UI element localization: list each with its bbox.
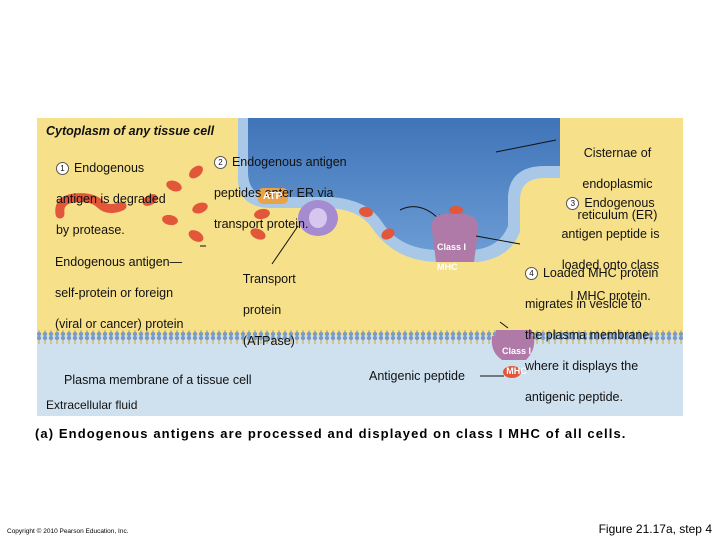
step4-line-3: the plasma membrane, xyxy=(524,327,653,342)
leader-step3 xyxy=(475,235,521,245)
mhc-er-line-1: Class I xyxy=(437,242,467,252)
step3-number: 3 xyxy=(566,196,580,210)
mhc-membrane xyxy=(491,330,535,378)
step2-line-1: Endogenous antigen xyxy=(231,154,347,169)
step1-line-2: antigen is degraded xyxy=(55,191,166,206)
mhc-membrane-line-2: MHC xyxy=(506,366,527,376)
step3-line-3: loaded onto class xyxy=(561,257,660,272)
atp-label: ATP xyxy=(263,191,283,202)
step2-label: 2 Endogenous antigen peptides enter ER vi… xyxy=(207,139,347,232)
antigenic-peptide-label: Antigenic peptide xyxy=(369,369,465,383)
figure-caption: (a) Endogenous antigens are processed an… xyxy=(35,426,627,441)
mhc-membrane-label: Class I MHC xyxy=(497,336,531,376)
antigen-source-line-1: Endogenous antigen— xyxy=(54,254,183,269)
step2-line-3: transport protein. xyxy=(213,216,309,231)
er-label: Cisternae of endoplasmic reticulum (ER) xyxy=(562,130,666,223)
step1-number: 1 xyxy=(55,161,69,175)
step1-label: 1 Endogenous antigen is degraded by prote… xyxy=(49,145,166,238)
step3-label: 3 Endogenous antigen peptide is loaded on… xyxy=(552,180,662,304)
step2-number: 2 xyxy=(213,155,227,169)
mhc-er-label: Class I MHC xyxy=(432,232,466,272)
leader-vesicle xyxy=(499,321,509,329)
er-line-3: reticulum (ER) xyxy=(577,207,658,222)
step3-line-1: Endogenous xyxy=(584,195,655,210)
step2-line-2: peptides enter ER via xyxy=(213,185,334,200)
mhc-er xyxy=(431,206,479,262)
step4-line-1: Loaded MHC protein xyxy=(542,265,659,280)
transport-protein-label: Transport protein (ATPase) xyxy=(236,256,296,349)
peptide-fragments xyxy=(142,165,395,242)
transport-line-3: (ATPase) xyxy=(242,333,295,348)
transport-line-2: protein xyxy=(242,302,282,317)
step4-line-4: where it displays the xyxy=(524,358,639,373)
antigen-source-line-2: self-protein or foreign xyxy=(54,285,174,300)
step4-label: 4 Loaded MHC protein migrates in vesicle … xyxy=(518,250,658,405)
step4-line-2: migrates in vesicle to xyxy=(524,296,642,311)
endogenous-antigen-protein xyxy=(55,193,127,219)
mhc-er-line-2: MHC xyxy=(437,262,458,272)
copyright-notice: Copyright © 2010 Pearson Education, Inc. xyxy=(7,528,129,535)
transport-protein xyxy=(298,200,338,236)
step1-line-3: by protease. xyxy=(55,222,125,237)
mhc-membrane-line-1: Class I xyxy=(502,346,532,356)
extracellular-label: Extracellular fluid xyxy=(46,398,138,412)
step4-line-5: antigenic peptide. xyxy=(524,389,623,404)
er-line-1: Cisternae of xyxy=(583,145,652,160)
transport-line-1: Transport xyxy=(242,271,296,286)
step4-number: 4 xyxy=(524,266,538,280)
antigen-source-label: Endogenous antigen— self-protein or fore… xyxy=(48,239,184,332)
leader-transport xyxy=(271,225,299,265)
leader-er xyxy=(495,139,557,153)
step3-line-2: antigen peptide is xyxy=(561,226,660,241)
figure-reference: Figure 21.17a, step 4 xyxy=(598,522,712,536)
step3-line-4: I MHC protein. xyxy=(570,288,651,303)
atp-molecule xyxy=(258,188,288,204)
cytoplasm-label: Cytoplasm of any tissue cell xyxy=(46,124,215,138)
extracellular-region xyxy=(37,336,683,416)
antigen-source-line-3: (viral or cancer) protein xyxy=(54,316,184,331)
er-line-2: endoplasmic xyxy=(582,176,653,191)
step1-line-1: Endogenous xyxy=(73,160,145,175)
plasma-membrane-label: Plasma membrane of a tissue cell xyxy=(64,373,252,387)
er-lumen xyxy=(248,118,560,250)
